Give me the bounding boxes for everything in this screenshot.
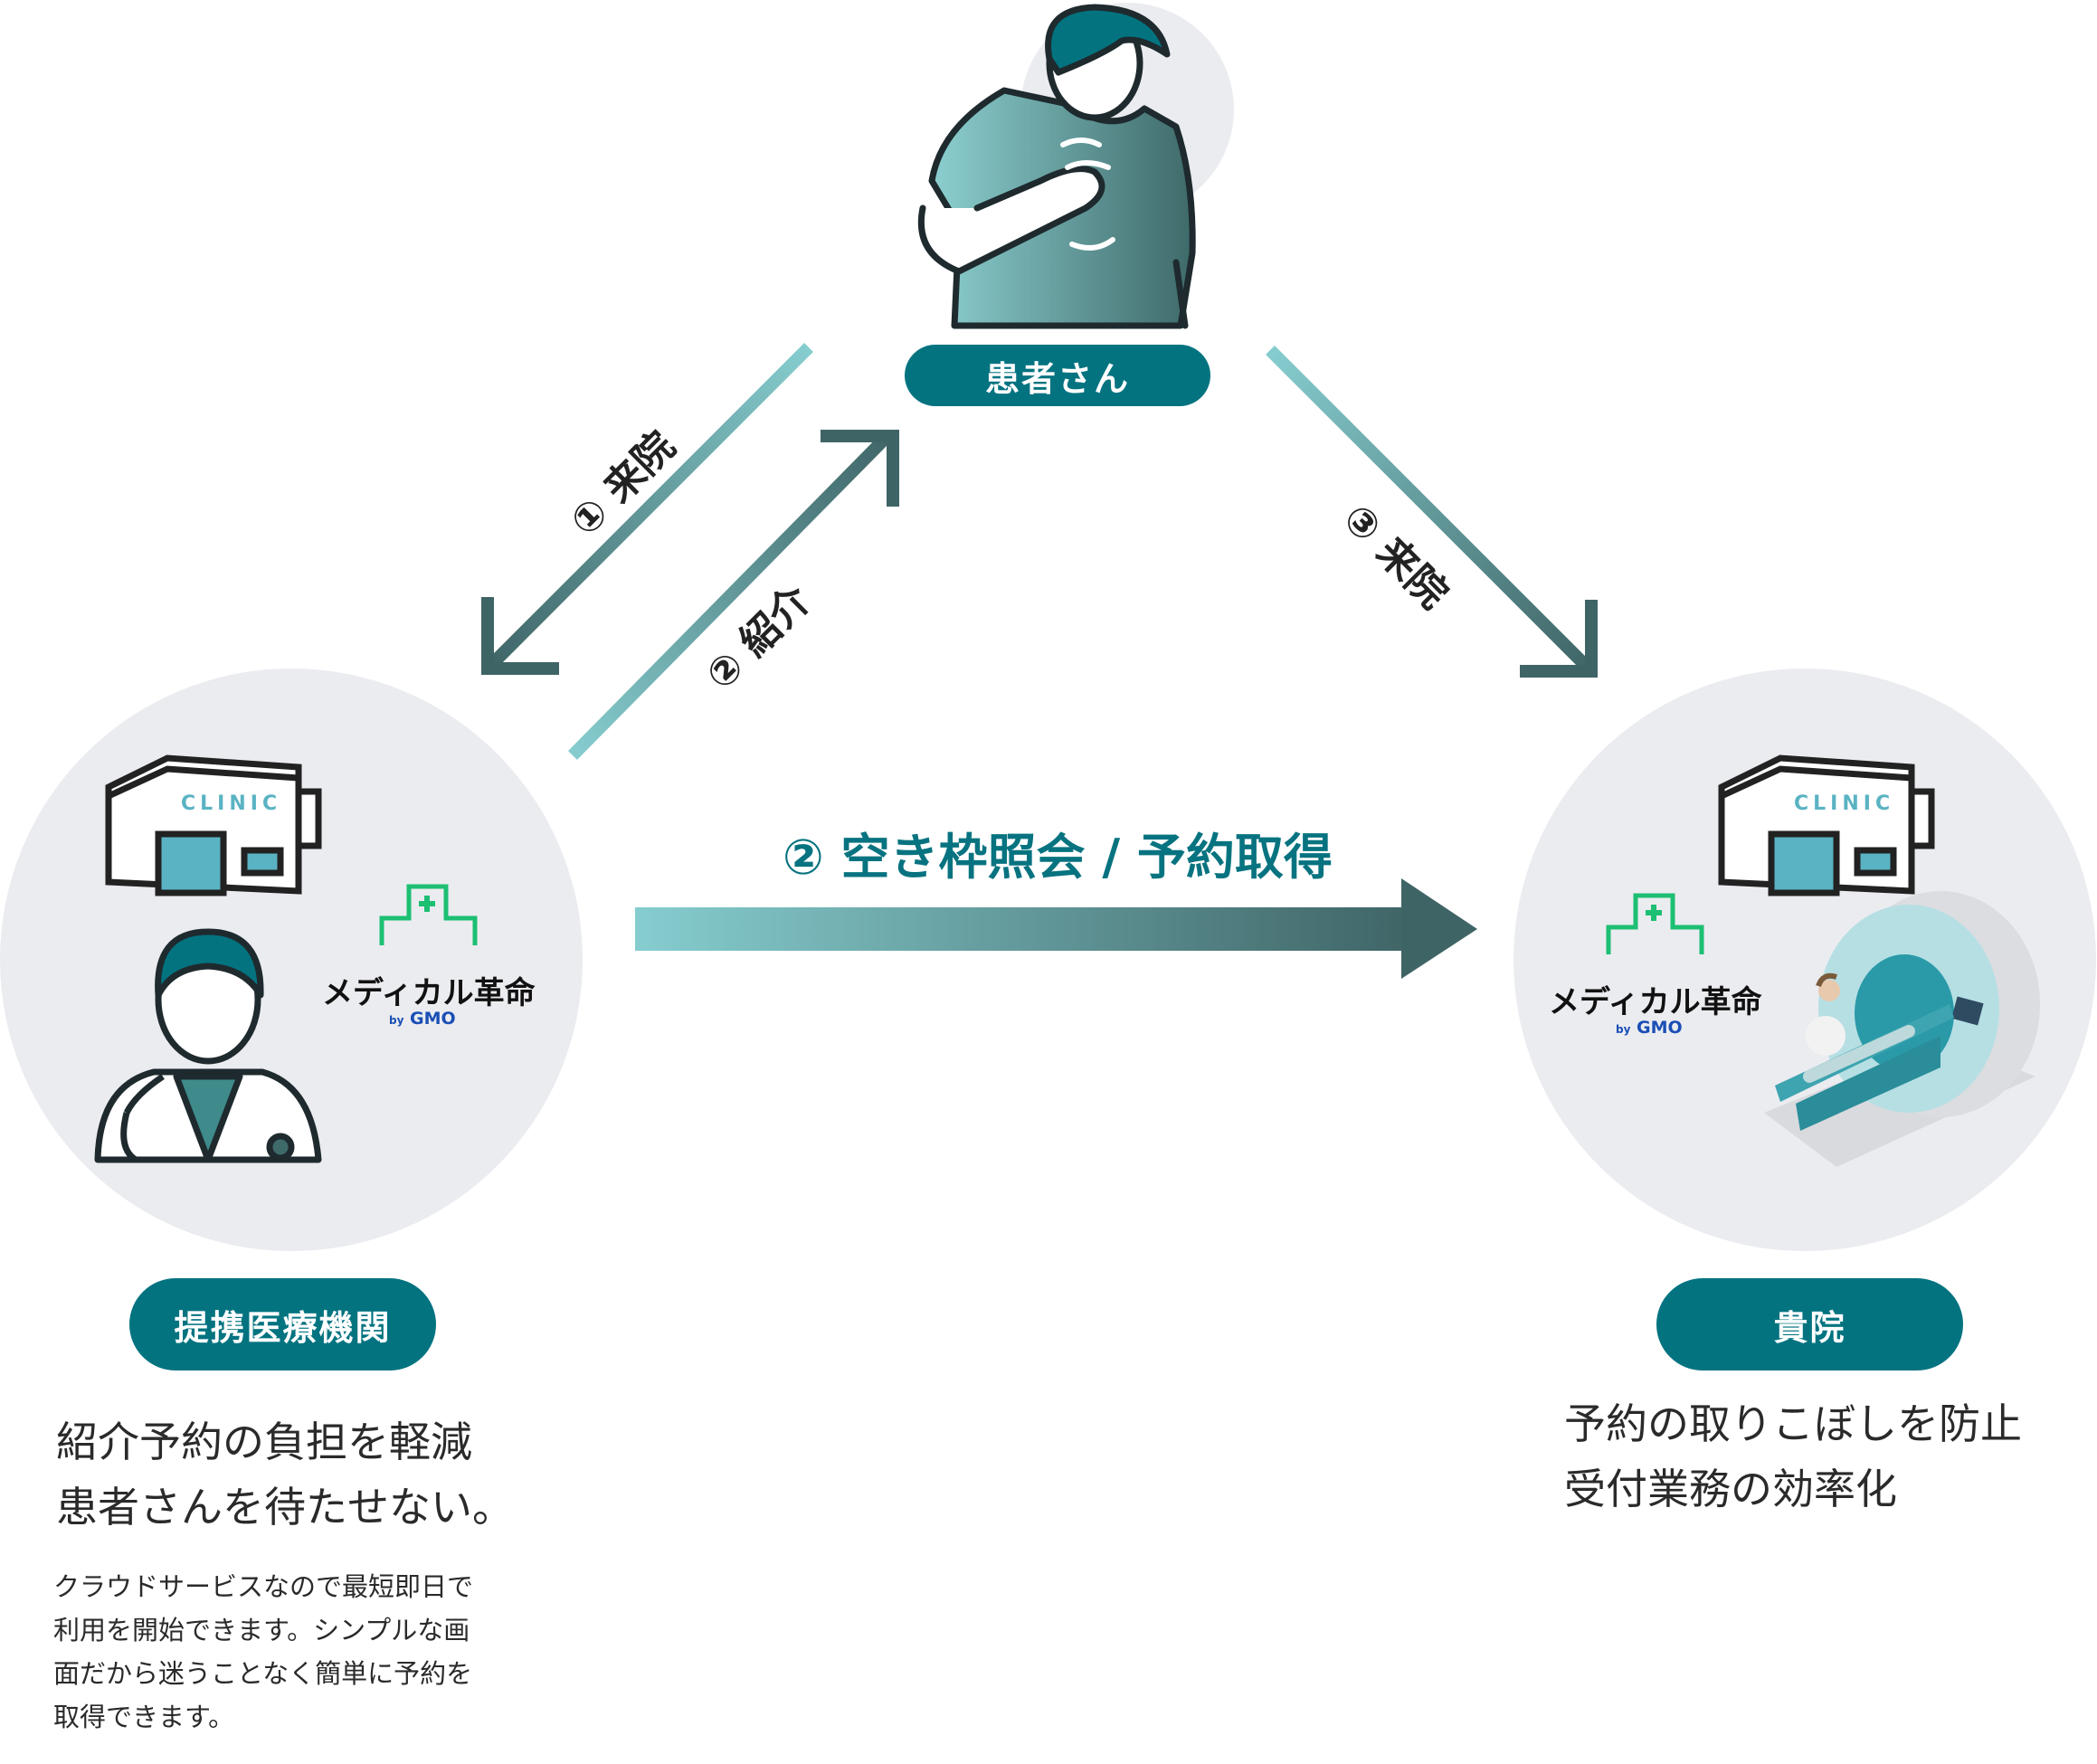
- clinic-building-icon-left: CLINIC: [105, 754, 322, 896]
- headline-line: 予約の取りこぼしを防止: [1564, 1399, 2022, 1448]
- clinic-building-icon-right: CLINIC: [1718, 754, 1935, 896]
- patient-illustration: [917, 4, 1196, 329]
- arrow-referral-to-patient: [568, 432, 892, 760]
- mri-illustration: [1764, 891, 2040, 1167]
- headline-line: 患者さんを待たせない。: [56, 1483, 514, 1532]
- clinic-headline: 予約の取りこぼしを防止 受付業務の効率化: [1564, 1391, 2022, 1522]
- partner-badge: 提携医療機関: [129, 1278, 436, 1370]
- arrow-visit-to-clinic: [1266, 346, 1590, 670]
- description-line: 利用を開始できます。シンプルな画: [53, 1615, 470, 1645]
- medical-revolution-logo-icon-right: [1606, 893, 1704, 954]
- patient-badge: 患者さん: [905, 345, 1210, 406]
- arrow-referral-head: [821, 430, 899, 507]
- description-line: クラウドサービスなので最短即日で: [53, 1571, 474, 1602]
- arrow-visit-to-partner: [489, 343, 813, 668]
- partner-bg-circle: [0, 669, 583, 1251]
- description-line: 取得できます。: [53, 1702, 235, 1732]
- booking-arrow: [635, 878, 1477, 979]
- svg-text:CLINIC: CLINIC: [1794, 792, 1894, 815]
- logo-name-left: メディカル革命: [322, 975, 536, 1011]
- flow-label-booking: ② 空き枠照会 / 予約取得: [783, 829, 1333, 886]
- clinic-badge: 貴院: [1656, 1278, 1963, 1370]
- headline-line: 受付業務の効率化: [1564, 1465, 1897, 1513]
- svg-text:CLINIC: CLINIC: [181, 792, 281, 815]
- headline-line: 紹介予約の負担を軽減: [56, 1418, 472, 1466]
- arrow-visit-to-partner-head: [481, 597, 559, 675]
- logo-gmo-left: by GMO: [389, 1009, 456, 1029]
- description-line: 面だから迷うことなく簡単に予約を: [53, 1658, 473, 1689]
- arrow-visit-to-clinic-head: [1520, 600, 1598, 678]
- partner-headline: 紹介予約の負担を軽減 患者さんを待たせない。: [56, 1409, 514, 1540]
- medical-revolution-logo-icon-left: [379, 884, 478, 945]
- logo-name-right: メディカル革命: [1549, 984, 1762, 1020]
- partner-description: クラウドサービスなので最短即日で 利用を開始できます。シンプルな画 面だから迷う…: [53, 1565, 473, 1739]
- doctor-illustration: [94, 928, 322, 1163]
- logo-gmo-right: by GMO: [1616, 1018, 1683, 1038]
